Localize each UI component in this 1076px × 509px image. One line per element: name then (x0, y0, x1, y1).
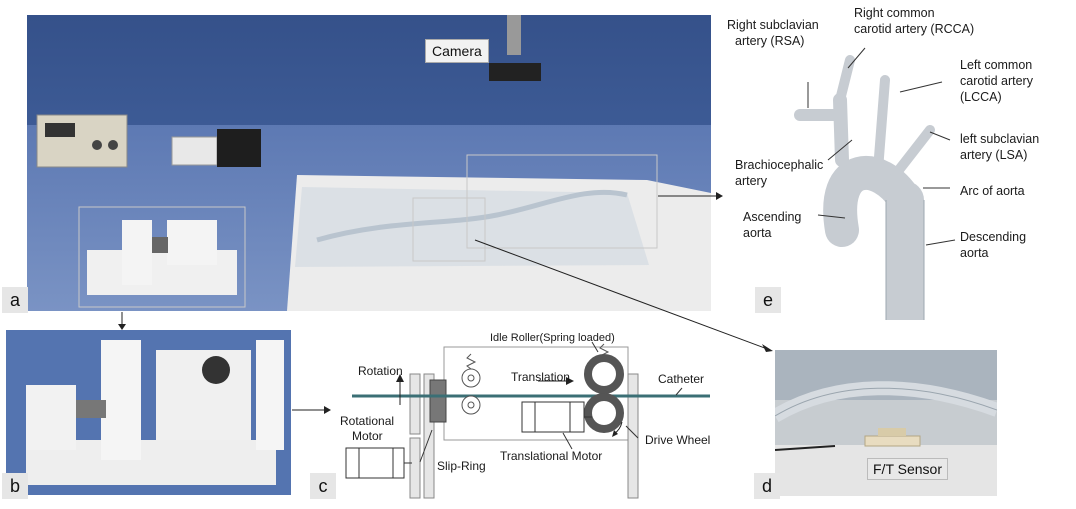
rotational-motor (346, 448, 404, 478)
label-rotational-motor-1: Rotational (340, 414, 394, 428)
label-lcca-2: carotid artery (960, 74, 1033, 89)
label-rsa-2: artery (RSA) (735, 34, 804, 49)
label-brachiocephalic-2: artery (735, 174, 767, 189)
sensor-label: F/T Sensor (867, 458, 948, 480)
drive-wheel (588, 397, 620, 429)
label-catheter: Catheter (658, 372, 704, 386)
label-idle-roller: Idle Roller(Spring loaded) (490, 331, 615, 345)
top-drive-roller (588, 358, 620, 390)
label-rcca-1: Right common (854, 6, 935, 21)
label-rotation: Rotation (358, 364, 403, 378)
label-ascending-1: Ascending (743, 210, 801, 225)
label-lcca-1: Left common (960, 58, 1032, 73)
label-translation: Translation (511, 370, 570, 384)
panel-label-e: e (755, 287, 781, 313)
label-rcca-2: carotid artery (RCCA) (854, 22, 974, 37)
photo-d: F/T Sensor (775, 350, 997, 496)
label-rsa-1: Right subclavian (727, 18, 819, 33)
translational-motor (522, 402, 584, 432)
label-lcca-3: (LCCA) (960, 90, 1002, 105)
aorta-illustration (770, 40, 960, 320)
label-brachiocephalic-1: Brachiocephalic (735, 158, 823, 173)
label-translational-motor: Translational Motor (500, 449, 602, 463)
panel-label-d: d (754, 473, 780, 499)
left-plate-bottom (410, 438, 420, 498)
label-descending-2: aorta (960, 246, 989, 261)
panel-label-c: c (310, 473, 336, 499)
label-slip-ring: Slip-Ring (437, 459, 486, 473)
label-drive-wheel: Drive Wheel (645, 433, 710, 447)
label-arc-aorta: Arc of aorta (960, 184, 1025, 199)
label-lsa-1: left subclavian (960, 132, 1039, 147)
label-descending-1: Descending (960, 230, 1026, 245)
left-plate-top (410, 374, 420, 434)
slip-ring-block (430, 380, 446, 422)
label-rotational-motor-2: Motor (352, 429, 383, 443)
label-ascending-2: aorta (743, 226, 772, 241)
label-lsa-2: artery (LSA) (960, 148, 1027, 163)
